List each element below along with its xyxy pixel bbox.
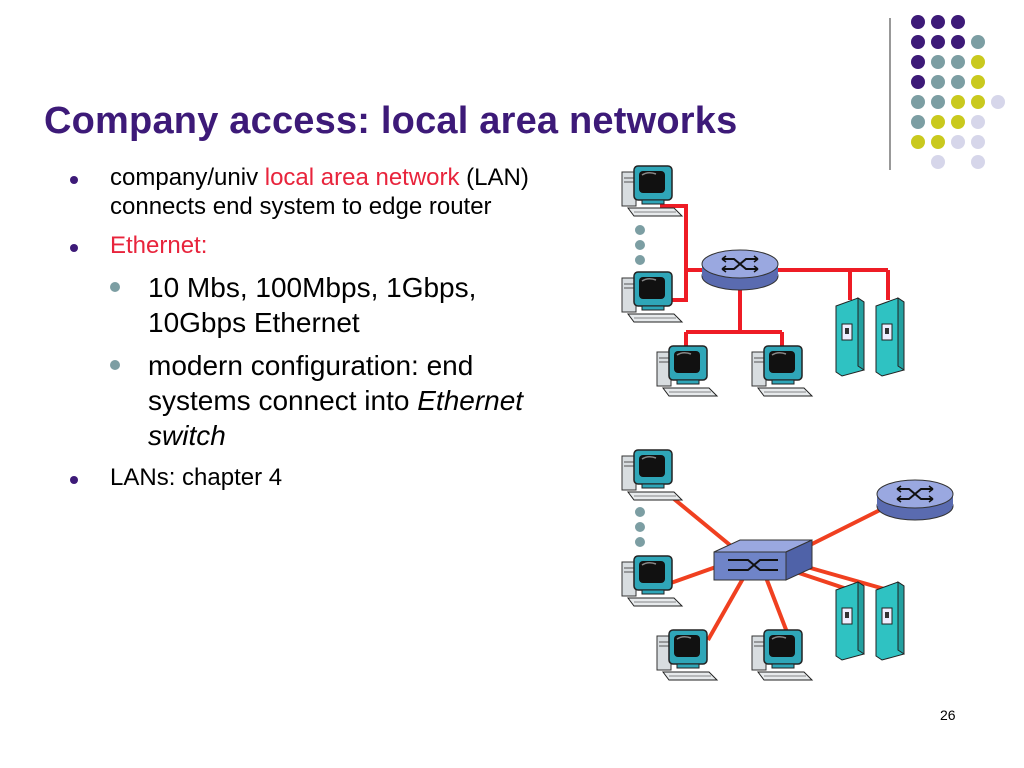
decorative-dot	[971, 75, 985, 89]
computer-icon	[751, 629, 813, 681]
server-icon	[835, 581, 865, 661]
decorative-dot	[931, 15, 945, 29]
slide-title: Company access: local area networks	[44, 100, 738, 142]
server-icon	[875, 581, 905, 661]
router-icon	[876, 479, 954, 521]
server-icon	[835, 297, 865, 377]
decorative-dot	[951, 115, 965, 129]
decorative-dot	[911, 135, 925, 149]
decorative-dot	[951, 95, 965, 109]
lan-switch-diagram	[621, 449, 954, 681]
subbullet-speeds-text: 10 Mbs, 100Mbps, 1Gbps, 10Gbps Ethernet	[148, 272, 477, 338]
decorative-dot	[971, 55, 985, 69]
computer-icon	[751, 345, 813, 397]
bullet-list: company/univ local area network (LAN) co…	[70, 163, 570, 502]
computer-icon	[621, 165, 683, 217]
subbullet-dot	[110, 360, 120, 370]
bullet-dot	[70, 244, 78, 252]
computer-icon	[621, 449, 683, 501]
computer-icon	[621, 271, 683, 323]
lan-bus-diagram	[621, 165, 905, 397]
subbullet-switch: modern configuration: end systems connec…	[110, 348, 570, 453]
bullet-ethernet: Ethernet:	[70, 231, 570, 260]
slide-number: 26	[940, 707, 956, 723]
subbullet-speeds: 10 Mbs, 100Mbps, 1Gbps, 10Gbps Ethernet	[110, 270, 570, 340]
decorative-dot	[971, 135, 985, 149]
decorative-dot	[931, 75, 945, 89]
decorative-dot	[911, 35, 925, 49]
computer-icon	[656, 345, 718, 397]
computer-icon	[621, 555, 683, 607]
decorative-dot	[951, 135, 965, 149]
decorative-dot	[911, 75, 925, 89]
decorative-dot	[931, 115, 945, 129]
bullet-ethernet-label: Ethernet:	[110, 232, 208, 259]
decorative-dot	[971, 35, 985, 49]
bullet-text-end: (LAN) connects end system to edge router	[110, 164, 529, 220]
decorative-dot	[971, 95, 985, 109]
ethernet-switch-icon	[713, 539, 813, 581]
subbullet-dot	[110, 282, 120, 292]
server-icon	[875, 297, 905, 377]
bullet-highlight-text: local area network	[264, 164, 460, 191]
decorative-dot	[951, 15, 965, 29]
decorative-dot	[951, 55, 965, 69]
decorative-dot	[931, 155, 945, 169]
bullet-dot	[70, 176, 78, 184]
decorative-dot	[911, 55, 925, 69]
decorative-dot	[931, 95, 945, 109]
decorative-dot	[911, 15, 925, 29]
router-icon	[701, 249, 779, 291]
decorative-dot	[951, 75, 965, 89]
bullet-lans-chapter: LANs: chapter 4	[70, 463, 570, 492]
computer-icon	[656, 629, 718, 681]
decorative-dot-grid	[889, 15, 1005, 170]
decorative-dot	[911, 95, 925, 109]
decorative-dot	[971, 115, 985, 129]
decorative-dot	[931, 55, 945, 69]
subbullet-switch-italic: Ethernet switch	[148, 385, 524, 451]
bullet-text-start: company/univ	[110, 164, 265, 191]
bullet-lans-text: LANs: chapter 4	[110, 464, 283, 491]
decorative-dot	[991, 95, 1005, 109]
decorative-dot	[971, 155, 985, 169]
subbullet-switch-text: modern configuration: end systems connec…	[148, 350, 474, 416]
bullet-dot	[70, 476, 78, 484]
decorative-dot	[931, 135, 945, 149]
bullet-lan-definition: company/univ local area network (LAN) co…	[70, 163, 570, 221]
decorative-dot	[931, 35, 945, 49]
decorative-dot	[911, 115, 925, 129]
decorative-dot	[951, 35, 965, 49]
